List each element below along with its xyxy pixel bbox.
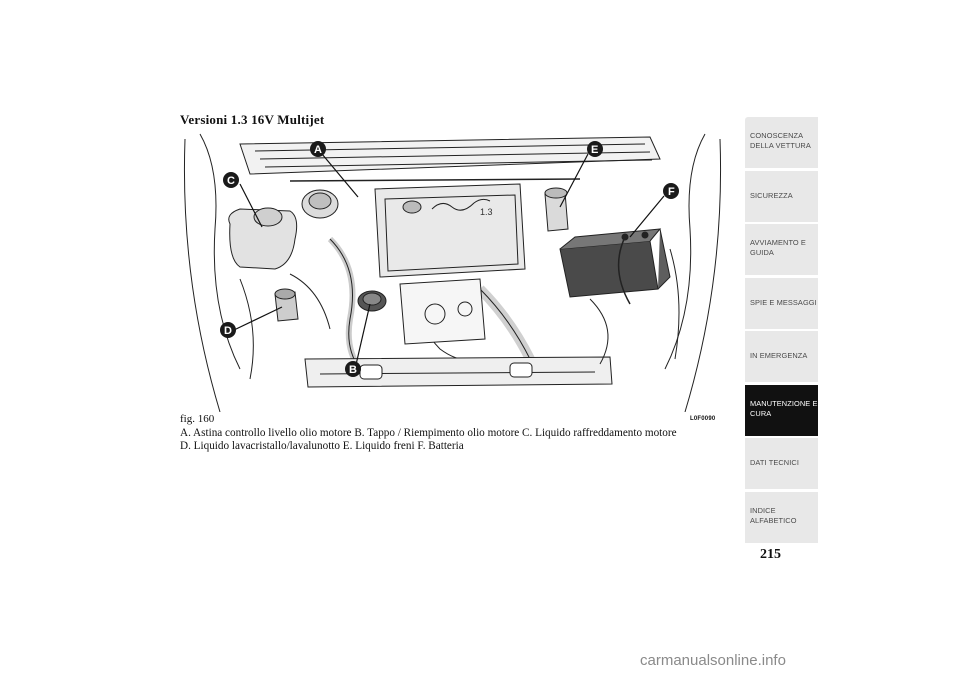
engine-badge: 1.3: [480, 207, 493, 217]
callout-e: E: [587, 141, 603, 157]
tab-label: CURA: [750, 408, 772, 418]
callout-f: F: [663, 183, 679, 199]
page-number: 215: [760, 547, 781, 562]
figure-label: fig. 160: [180, 413, 215, 425]
tab-conoscenza-della-vettura[interactable]: CONOSCENZA DELLA VETTURA: [745, 117, 818, 168]
figure-caption: A. Astina controllo livello olio motore …: [180, 427, 740, 453]
tab-label: ALFABETICO: [750, 515, 797, 525]
figure-code: L0F0090: [690, 416, 716, 422]
tab-spie-e-messaggi[interactable]: SPIE E MESSAGGI: [745, 277, 818, 329]
tab-in-emergenza[interactable]: IN EMERGENZA: [745, 331, 818, 382]
tab-label: DELLA VETTURA: [750, 141, 811, 150]
tab-manutenzione-e-cura[interactable]: MANUTENZIONE E CURA: [745, 384, 818, 436]
svg-text:D: D: [224, 325, 232, 337]
caption-line-2: D. Liquido lavacristallo/lavalunotto E. …: [180, 440, 464, 452]
callout-a: A: [310, 141, 326, 157]
tab-dati-tecnici[interactable]: DATI TECNICI: [745, 438, 818, 489]
tab-label: CONOSCENZA: [750, 131, 804, 140]
engine-bay-drawing: 1.3: [183, 133, 722, 412]
tab-indice-alfabetico[interactable]: INDICE ALFABETICO: [745, 491, 818, 543]
svg-text:E: E: [591, 144, 598, 156]
tab-label: SICUREZZA: [750, 190, 793, 200]
watermark: carmanualsonline.info: [640, 652, 786, 669]
tab-label: DATI TECNICI: [750, 458, 799, 467]
svg-text:B: B: [349, 364, 357, 376]
tab-label: GUIDA: [750, 248, 774, 257]
svg-text:C: C: [227, 175, 235, 187]
tab-label: MANUTENZIONE E: [750, 398, 818, 408]
svg-text:F: F: [668, 186, 675, 198]
svg-text:A: A: [314, 144, 322, 156]
section-heading: Versioni 1.3 16V Multijet: [180, 112, 325, 127]
tab-label: IN EMERGENZA: [750, 351, 808, 360]
callout-b: B: [345, 361, 361, 377]
caption-line-1: A. Astina controllo livello olio motore …: [180, 427, 677, 439]
tab-label: AVVIAMENTO E: [750, 238, 806, 247]
tab-label: INDICE: [750, 505, 776, 515]
tab-sicurezza[interactable]: SICUREZZA: [745, 170, 818, 222]
chapter-navigation: CONOSCENZA DELLA VETTURA SICUREZZA AVVIA…: [745, 117, 818, 545]
tab-avviamento-e-guida[interactable]: AVVIAMENTO E GUIDA: [745, 224, 818, 275]
callout-c: C: [223, 172, 239, 188]
engine-bay-illustration: 1.3: [180, 129, 725, 412]
tab-label: SPIE E MESSAGGI: [750, 297, 817, 307]
callout-d: D: [220, 322, 236, 338]
